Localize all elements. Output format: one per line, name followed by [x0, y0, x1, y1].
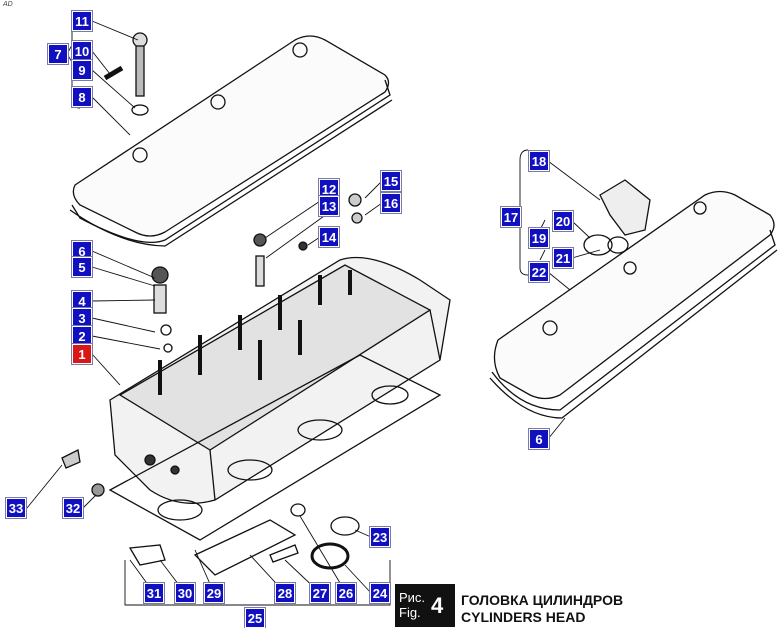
callout-30[interactable]: 30	[175, 583, 195, 603]
callout-22[interactable]: 22	[529, 262, 549, 282]
callout-2[interactable]: 2	[72, 326, 92, 346]
washer-9	[131, 104, 149, 116]
callout-25[interactable]: 25	[245, 608, 265, 628]
callout-14[interactable]: 14	[319, 227, 339, 247]
callout-6[interactable]: 6	[72, 241, 92, 261]
callout-3[interactable]: 3	[72, 308, 92, 328]
figure-number: 4	[431, 593, 444, 618]
callout-9[interactable]: 9	[72, 60, 92, 80]
corner-mark: AD	[3, 1, 13, 8]
plate-27	[269, 544, 299, 563]
callout-28[interactable]: 28	[275, 583, 295, 603]
seal-24	[310, 542, 350, 570]
callout-21[interactable]: 21	[553, 248, 573, 268]
cylinder-head	[109, 256, 451, 504]
figure-number-box: Рис. Fig. 4	[395, 584, 455, 627]
callout-1-selected[interactable]: 1	[72, 344, 92, 364]
callout-7[interactable]: 7	[48, 44, 68, 64]
callout-31[interactable]: 31	[144, 583, 164, 603]
callout-32[interactable]: 32	[63, 498, 83, 518]
left-valve-cover	[69, 35, 393, 247]
callout-15[interactable]: 15	[381, 171, 401, 191]
callout-8[interactable]: 8	[72, 87, 92, 107]
nut-32	[91, 483, 105, 497]
head-gasket	[108, 354, 442, 541]
callout-20[interactable]: 20	[553, 211, 573, 231]
callout-17[interactable]: 17	[501, 207, 521, 227]
bush-26	[290, 503, 306, 517]
right-valve-cover	[489, 190, 778, 419]
gasket-31	[128, 544, 166, 566]
leader-lines	[26, 14, 601, 606]
callout-24[interactable]: 24	[370, 583, 390, 603]
filler-cap	[583, 179, 651, 256]
callout-12[interactable]: 12	[319, 179, 339, 199]
callout-29[interactable]: 29	[204, 583, 224, 603]
figure-title: ГОЛОВКА ЦИЛИНДРОВ CYLINDERS HEAD	[461, 592, 623, 626]
callout-26[interactable]: 26	[336, 583, 356, 603]
callout-16[interactable]: 16	[381, 193, 401, 213]
manifold-gasket	[193, 519, 297, 576]
callout-6-right[interactable]: 6	[529, 429, 549, 449]
figure-title-ru: ГОЛОВКА ЦИЛИНДРОВ	[461, 592, 624, 608]
callout-19[interactable]: 19	[529, 228, 549, 248]
callout-18[interactable]: 18	[529, 151, 549, 171]
stud-33	[61, 449, 81, 469]
callout-5[interactable]: 5	[72, 257, 92, 277]
pin-10	[103, 65, 124, 81]
callout-10[interactable]: 10	[72, 41, 92, 61]
callout-33[interactable]: 33	[6, 498, 26, 518]
callout-27[interactable]: 27	[310, 583, 330, 603]
figure-prefix-en: Fig.	[399, 605, 421, 620]
seal-23	[330, 516, 360, 536]
callout-23[interactable]: 23	[370, 527, 390, 547]
figure-prefix-ru: Рис.	[399, 590, 426, 605]
bolt-11	[132, 32, 148, 97]
callout-4[interactable]: 4	[72, 291, 92, 311]
callout-13[interactable]: 13	[319, 196, 339, 216]
callout-11[interactable]: 11	[72, 11, 92, 31]
figure-title-en: CYLINDERS HEAD	[461, 609, 586, 625]
rocker-shaft-parts	[151, 193, 363, 353]
